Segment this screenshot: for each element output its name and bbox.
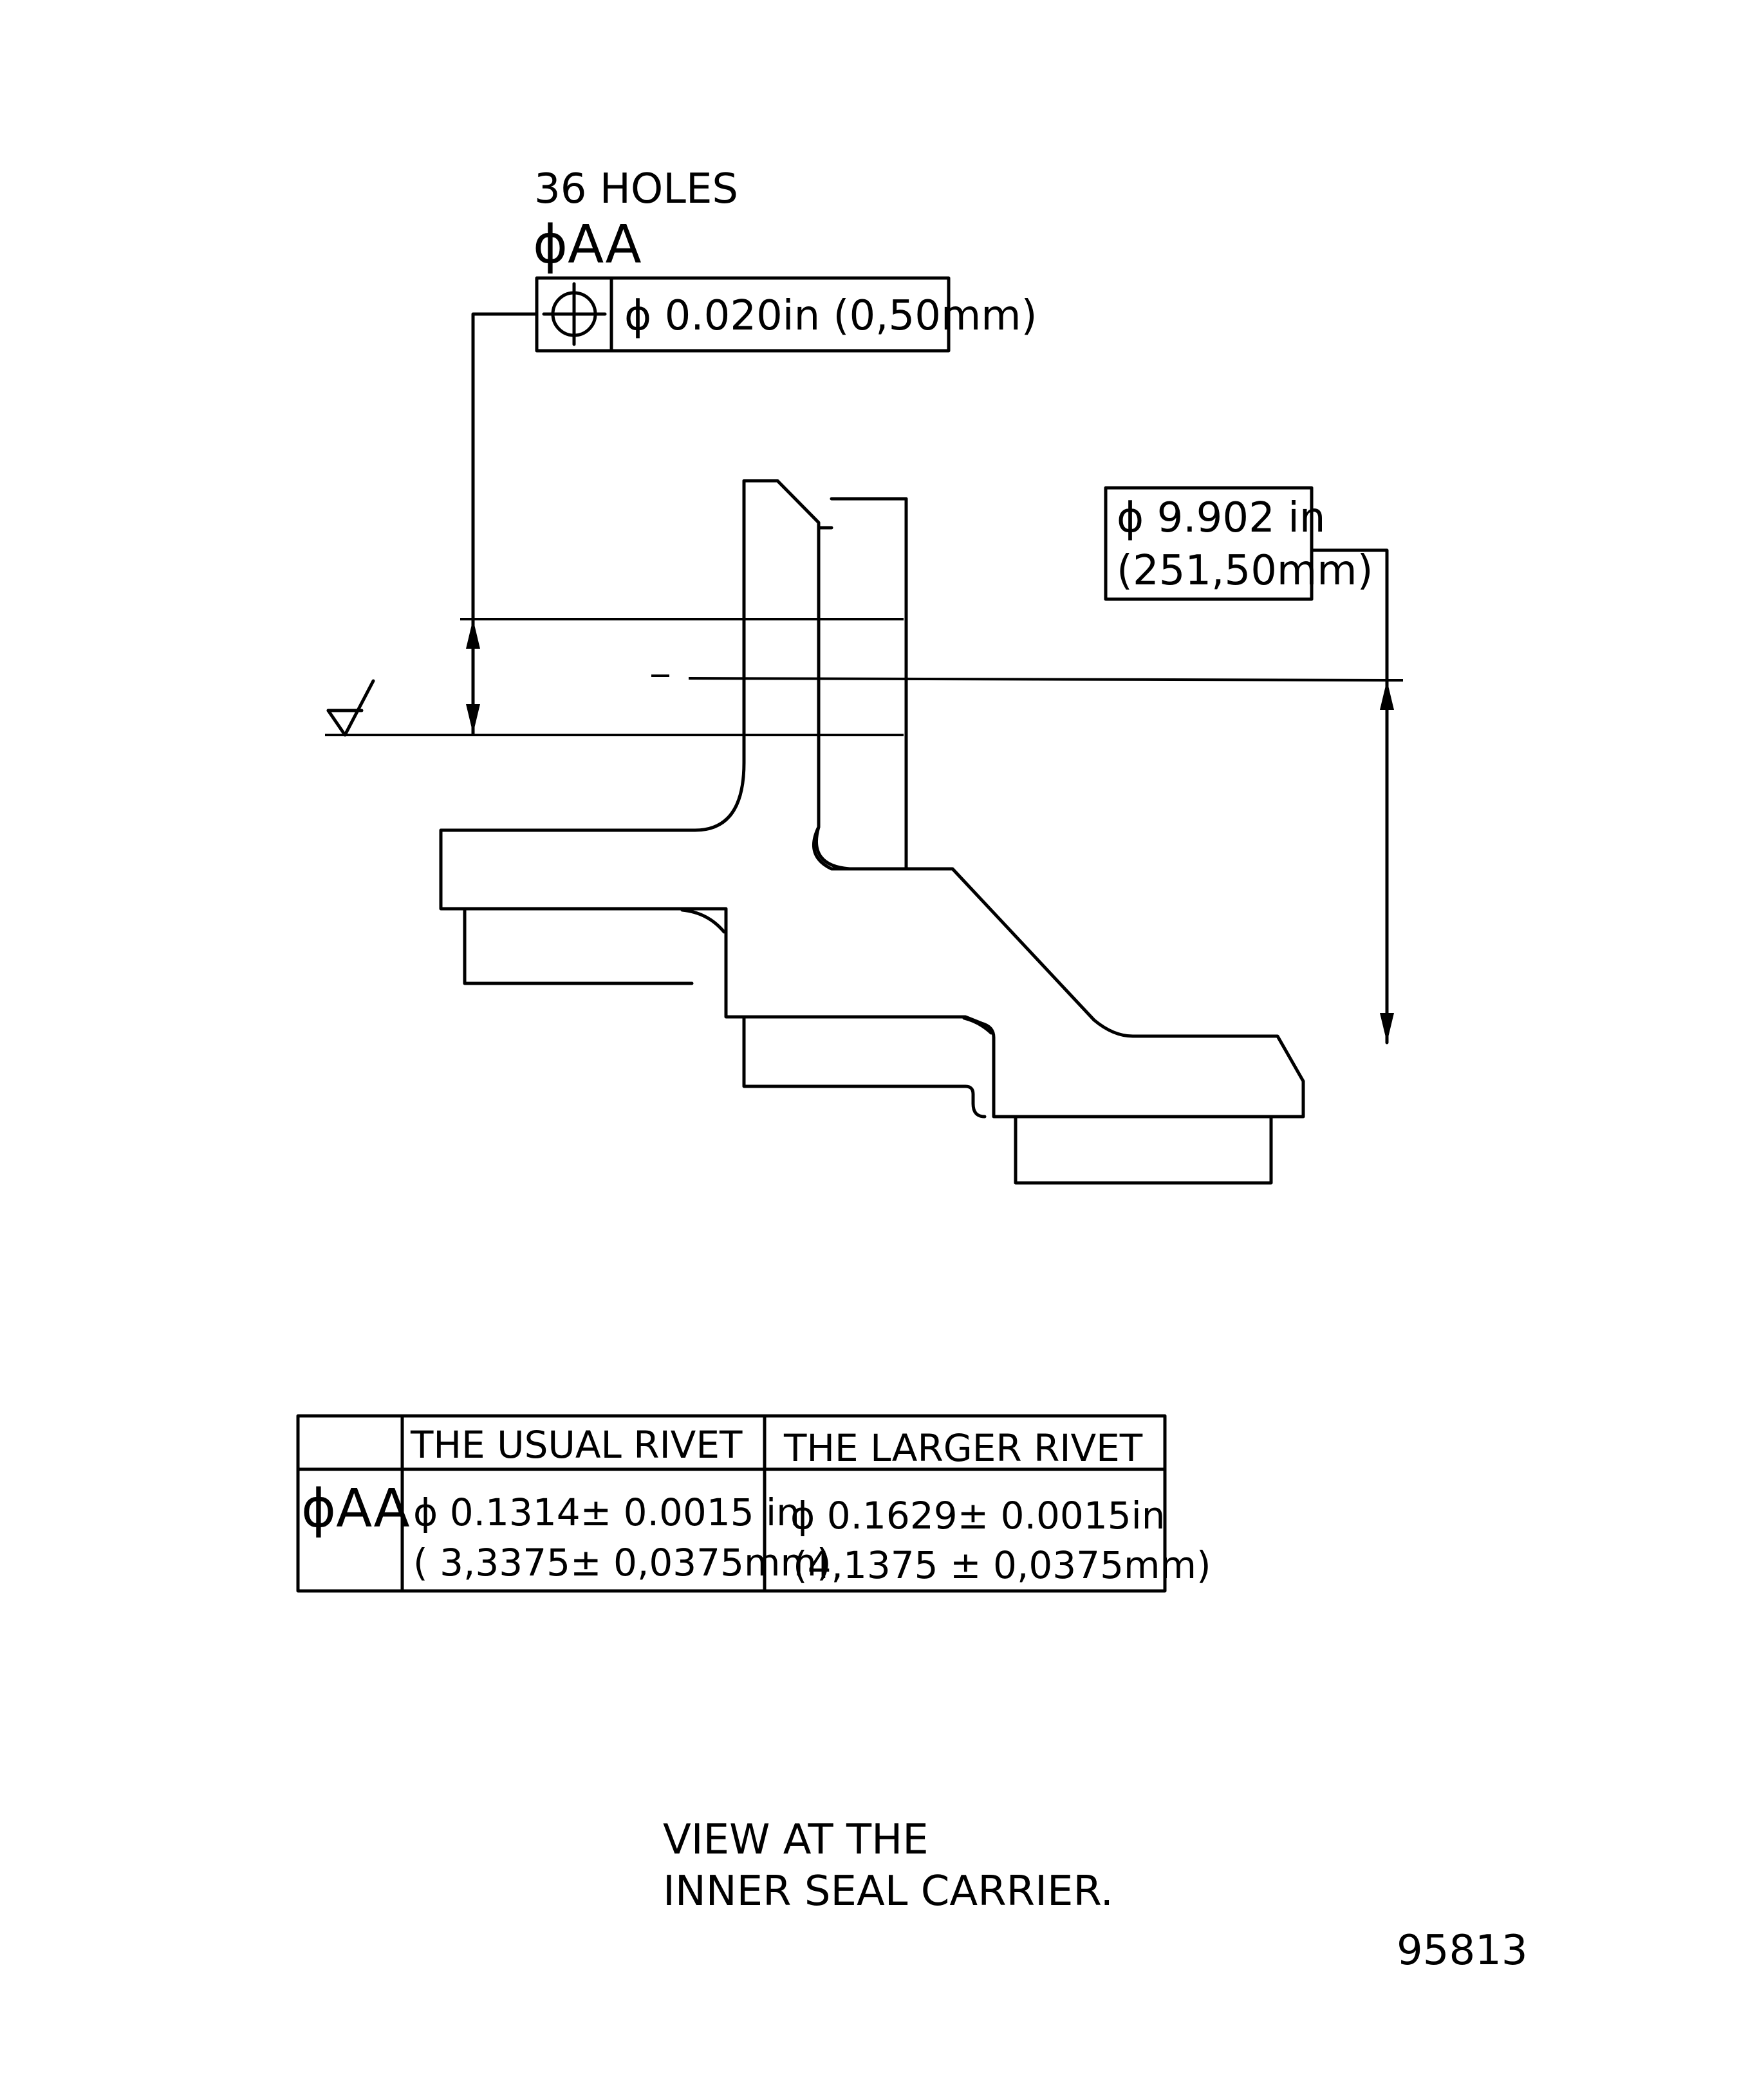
table-row-label: ϕAA [301,1478,410,1539]
holes-count-label: 36 HOLES [534,165,738,213]
larger-rivet-mm: (4,1375 ± 0,0375mm) [793,1543,1211,1587]
diameter-callout-line1: ϕ 9.902 in [1117,494,1325,542]
surface-finish-symbol-icon [326,679,375,737]
centerline [688,677,1404,682]
table-header-usual-rivet: THE USUAL RIVET [410,1423,743,1467]
caption-line2: INNER SEAL CARRIER. [663,1868,1113,1915]
hole-dimension-arrow-up [466,619,480,649]
tolerance-leader-line [471,312,539,736]
larger-rivet-inch: ϕ 0.1629± 0.0015in [790,1494,1166,1538]
rivet-table: THE USUAL RIVET THE LARGER RIVET ϕAA ϕ 0… [296,1414,1211,1593]
position-symbol-icon [542,282,607,346]
feature-control-frame: ϕ 0.020in (0,50mm) [535,276,1037,353]
holes-diameter-label: ϕAA [533,214,642,275]
caption-line1: VIEW AT THE [663,1816,929,1864]
position-tolerance-value: ϕ 0.020in (0,50mm) [624,292,1037,340]
usual-rivet-mm: ( 3,3375± 0,0375mm) [413,1541,832,1584]
figure-number: 95813 [1397,1927,1528,1975]
diameter-callout-box: ϕ 9.902 in (251,50mm) [1104,486,1373,601]
diameter-leader-line [1310,548,1389,1045]
table-header-larger-rivet: THE LARGER RIVET [783,1426,1143,1470]
diameter-arrow-down [1380,1013,1394,1043]
diameter-arrow-up [1380,680,1394,710]
diameter-callout-line2: (251,50mm) [1117,547,1373,595]
seal-carrier-profile [439,479,1305,1185]
hole-dimension-arrow-down [466,704,480,734]
usual-rivet-inch: ϕ 0.1314± 0.0015 in [413,1491,800,1534]
